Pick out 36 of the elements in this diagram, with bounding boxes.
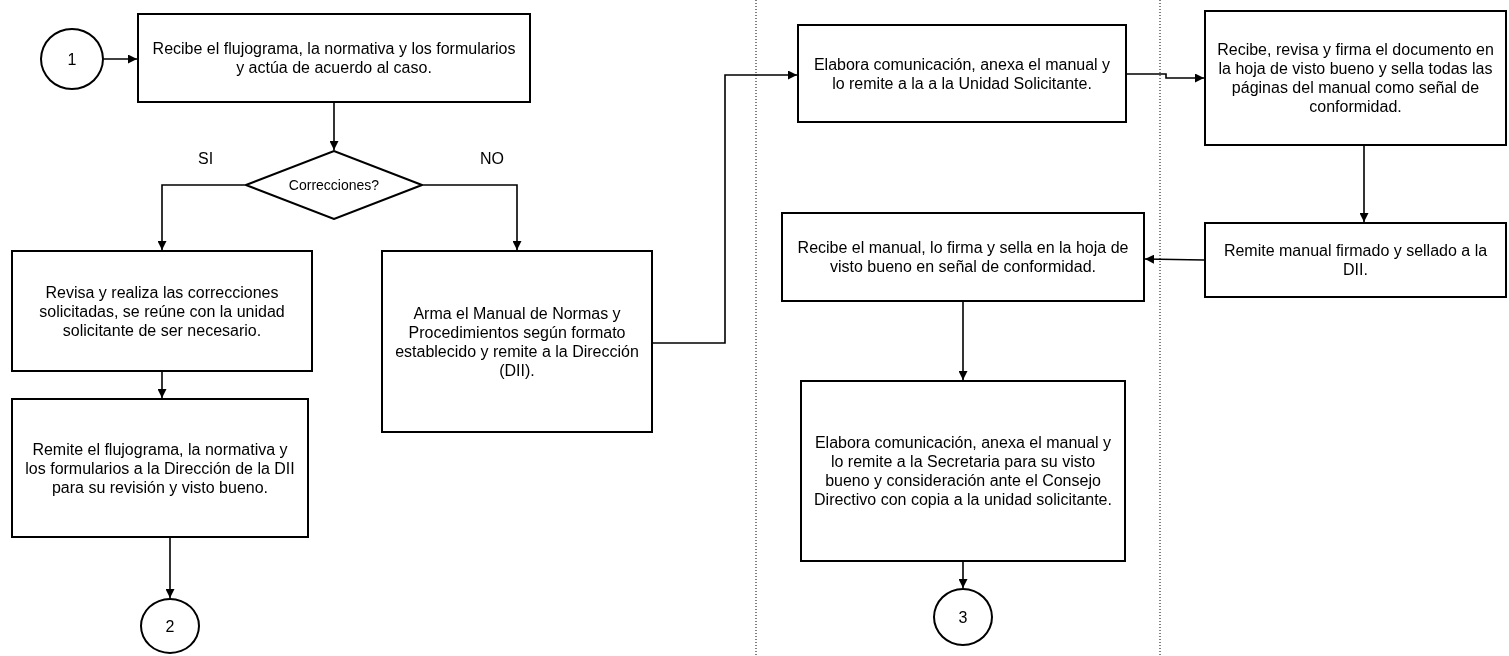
connector-circle (140, 598, 200, 654)
step-text: Revisa y realiza las correcciones solicitadas, se reúne con la unidad solicitante de ser necesario. (38, 282, 286, 340)
process-box (381, 250, 653, 433)
arrow (958, 301, 968, 381)
process-box (137, 13, 531, 103)
step-text: Elabora comunicación, anexa el manual y lo remite a la a la Unidad Solicitante. (812, 54, 1112, 93)
arrow (157, 371, 167, 399)
step-text: Recibe el manual, lo firma y sella en la hoja de visto bueno en señal de conformidad. (796, 238, 1130, 276)
arrow (652, 70, 798, 344)
process-box (781, 212, 1145, 302)
arrow (103, 54, 138, 64)
arrow (422, 184, 522, 251)
step-text: Recibe, revisa y firma el documento en la hoja de visto bueno y sella todas las páginas del manual como señal de conformidad. (1216, 40, 1495, 116)
arrow (958, 561, 968, 589)
connector-number: 2 (165, 616, 175, 636)
step-text: Remite manual firmado y sellado a la DII. (1222, 241, 1489, 279)
decision-diamond (245, 150, 423, 220)
arrow (1359, 145, 1369, 223)
step-text: Remite el flujograma, la normativa y los formularios a la Dirección de la DII para su revisión y visto bueno. (24, 439, 296, 497)
arrow (165, 537, 175, 599)
arrow (1144, 254, 1205, 264)
connector-number: 3 (958, 607, 968, 627)
step-text: Recibe el flujograma, la normativa y los formularios y actúa de acuerdo al caso. (151, 39, 517, 77)
step-text: Arma el Manual de Normas y Procedimientos según formato establecido y remite a la Dirección (DII). (394, 303, 640, 380)
process-box (11, 250, 313, 372)
process-box (1204, 10, 1507, 146)
process-box (11, 398, 309, 538)
arrow (1126, 73, 1205, 83)
step-text: Correcciones? (288, 175, 380, 195)
step-text: Elabora comunicación, anexa el manual y lo remite a la Secretaria para su visto bueno y consideración ante el Consejo Directivo con copia a la unidad solicitante. (813, 433, 1113, 509)
arrow (329, 102, 339, 151)
connector-number: 1 (67, 49, 77, 69)
process-box (800, 380, 1126, 562)
process-box (1204, 222, 1507, 298)
process-box (797, 24, 1127, 123)
arrow (157, 184, 246, 251)
